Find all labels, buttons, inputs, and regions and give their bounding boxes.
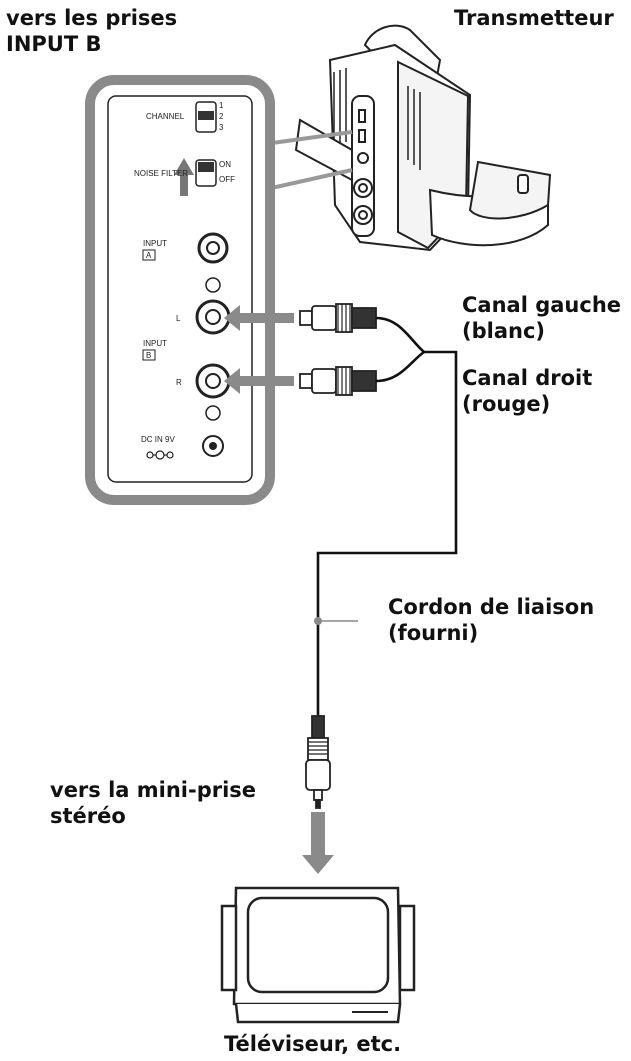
connecting-cord (316, 316, 458, 716)
rca-plug-left (299, 303, 377, 333)
label-cord-line2: (fourni) (388, 621, 479, 645)
jack-panel: CHANNEL 1 2 3 NOISE FILTER ON OFF INPUT … (85, 75, 275, 505)
label-left-channel-line2: (blanc) (462, 319, 545, 343)
input-b-label: INPUT (143, 339, 167, 348)
jack-r-label: R (176, 378, 182, 387)
mini-plug (305, 715, 331, 809)
rca-plug-right (299, 366, 377, 396)
noise-filter-label: NOISE FILTER (134, 169, 188, 178)
input-a-letter: A (146, 251, 152, 260)
label-to-inputs-line2: INPUT B (6, 32, 102, 56)
label-left-channel-line1: Canal gauche (462, 293, 622, 317)
down-arrow (302, 812, 334, 874)
channel-1-label: 1 (219, 101, 224, 110)
label-to-minijack-line2: stéréo (50, 804, 126, 828)
on-label: ON (219, 160, 231, 169)
label-transmitter: Transmetteur (454, 6, 614, 30)
label-cord-line1: Cordon de liaison (388, 595, 595, 619)
channel-2-label: 2 (219, 112, 224, 121)
insertion-arrows (224, 305, 294, 394)
dc-in-label: DC IN 9V (141, 435, 175, 444)
off-label: OFF (219, 175, 235, 184)
label-to-inputs-line1: vers les prises (6, 6, 178, 30)
jack-l-label: L (176, 314, 181, 323)
label-right-channel-line2: (rouge) (462, 392, 551, 416)
input-b-letter: B (146, 351, 151, 360)
tv-illustration (220, 886, 416, 1024)
label-to-minijack-line1: vers la mini-prise (50, 778, 257, 802)
input-a-label: INPUT (143, 239, 167, 248)
label-tv: Téléviseur, etc. (224, 1032, 402, 1056)
channel-label: CHANNEL (146, 112, 185, 121)
cord-pointer (314, 617, 358, 625)
label-right-channel-line1: Canal droit (462, 366, 593, 390)
channel-3-label: 3 (219, 123, 224, 132)
transmitter-illustration (294, 24, 552, 252)
